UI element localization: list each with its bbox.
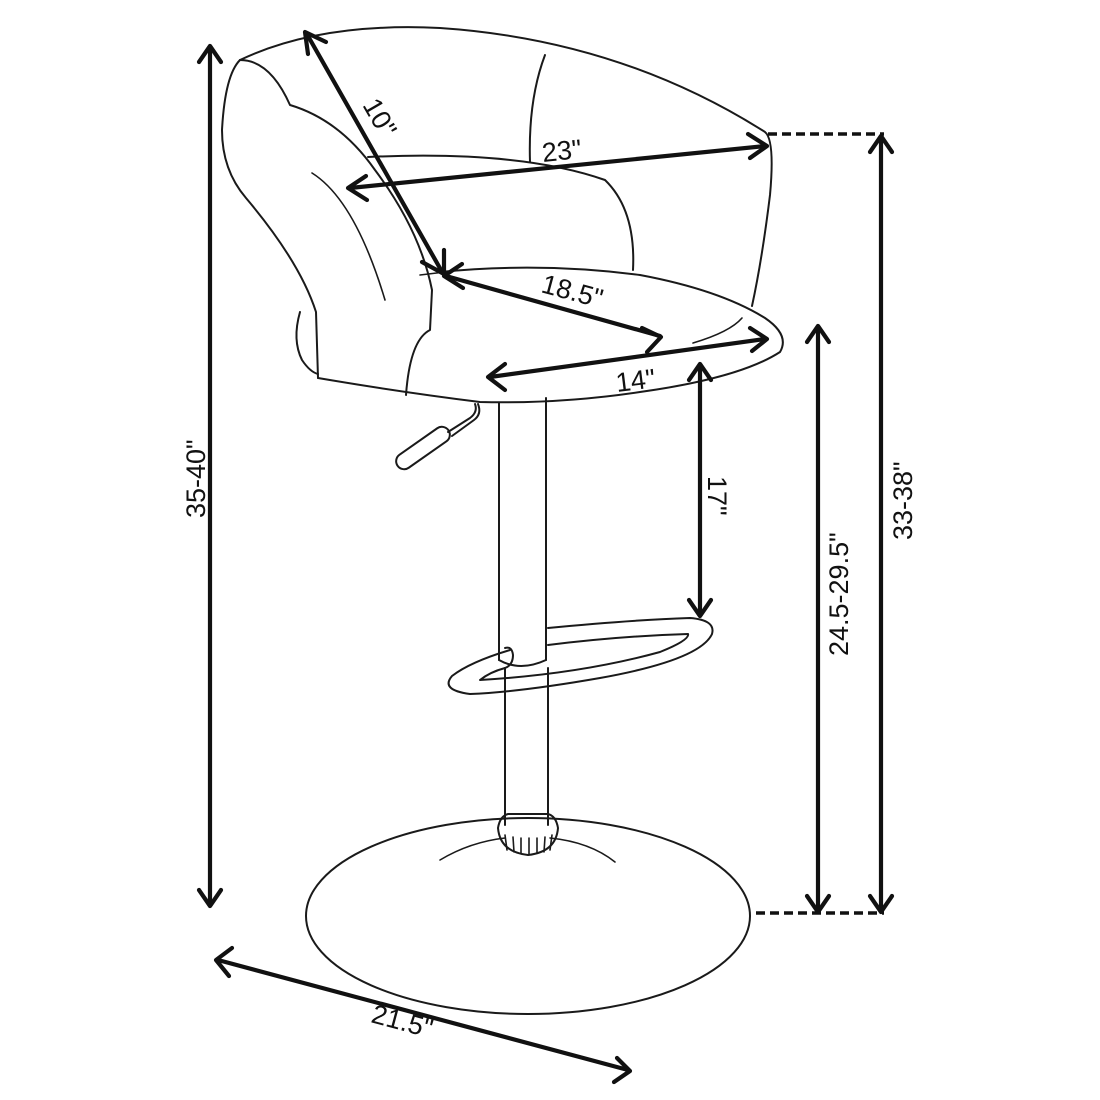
dimension-arm-height: 33-38" [867, 133, 918, 915]
label-base-diameter: 21.5" [368, 999, 436, 1044]
back-shell [221, 26, 773, 396]
footrest-ring [447, 617, 714, 695]
dimension-overall-width: 23" [345, 131, 770, 203]
dimension-annotations: 35-40" 10" 23" 18.5" 14" [181, 29, 918, 1085]
dimension-overall-height: 35-40" [181, 43, 224, 909]
seat [317, 266, 784, 404]
gas-lift-lever [395, 403, 481, 471]
label-overall-width: 23" [540, 134, 583, 168]
label-seat-to-footrest: 17" [702, 476, 732, 516]
dimension-seat-height: 24.5-29.5" [804, 323, 854, 915]
lower-column [504, 667, 549, 826]
label-seat-depth: 18.5" [538, 269, 606, 314]
label-arm-height: 33-38" [888, 461, 918, 540]
dimension-seat-to-footrest: 17" [686, 361, 732, 619]
base-disc [305, 817, 751, 1015]
stool-drawing [221, 26, 784, 1015]
dimension-seat-width: 14" [485, 325, 770, 398]
dimension-base-diameter: 21.5" [213, 945, 633, 1085]
label-seat-height: 24.5-29.5" [824, 532, 854, 656]
upper-column [498, 397, 547, 667]
dimension-seat-depth: 18.5" [441, 261, 664, 355]
label-overall-height: 35-40" [181, 439, 211, 518]
label-seat-width: 14" [614, 363, 657, 398]
dimension-back-depth: 10" [302, 29, 447, 277]
